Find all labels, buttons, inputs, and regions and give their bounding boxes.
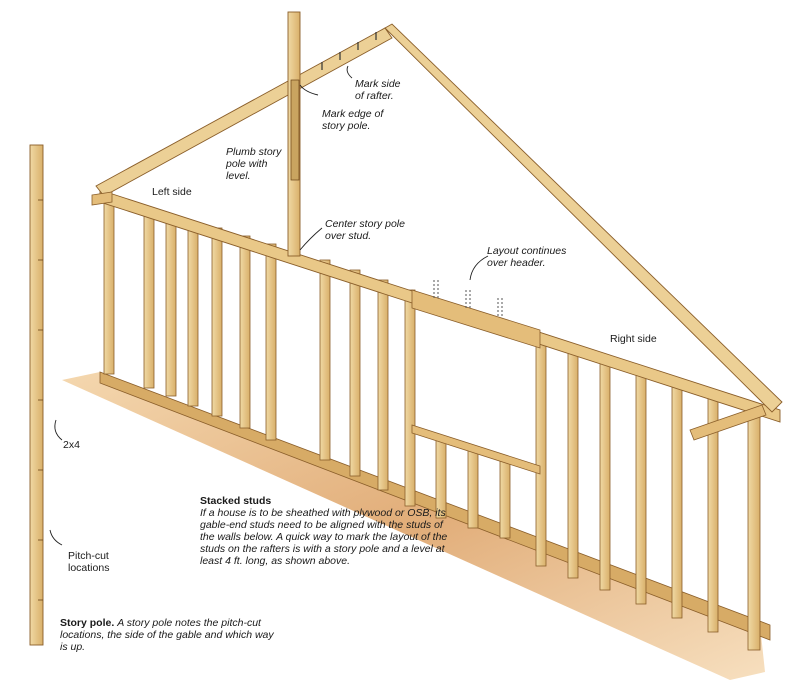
label-2x4: 2x4 [63,439,80,451]
story-pole-caption: Story pole. A story pole notes the pitch… [60,617,275,653]
floor-platform [62,372,765,680]
leader-lines [49,65,489,546]
stacked-studs-body: If a house is to be sheathed with plywoo… [200,507,448,567]
story-pole-body: A story pole notes the pitch-cut locatio… [60,617,274,653]
label-layout-continues: Layout continues over header. [487,245,567,269]
left-overhang [91,191,113,206]
stacked-studs-caption: Stacked studs If a house is to be sheath… [200,495,450,567]
label-right-side: Right side [610,333,657,345]
label-left-side: Left side [152,186,192,198]
label-center-pole: Center story pole over stud. [325,218,405,242]
wall-studs [103,201,761,651]
layout-marks [433,280,503,318]
pitch-cut-marks [38,199,43,601]
level-tool [290,79,300,181]
right-overhang [689,404,767,441]
label-pitch-cut: Pitch-cut locations [68,550,110,574]
right-rafter [384,23,783,413]
window-sill [411,424,541,475]
window-header [411,289,541,349]
stacked-studs-title: Stacked studs [200,495,272,507]
label-mark-side-rafter: Mark side of rafter. [355,78,401,102]
label-plumb-pole: Plumb story pole with level. [226,146,282,182]
label-mark-edge-pole: Mark edge of story pole. [322,108,384,132]
rafter-marks [321,32,377,70]
story-pole-2x4 [29,144,44,646]
story-pole-title: Story pole. [60,617,115,629]
